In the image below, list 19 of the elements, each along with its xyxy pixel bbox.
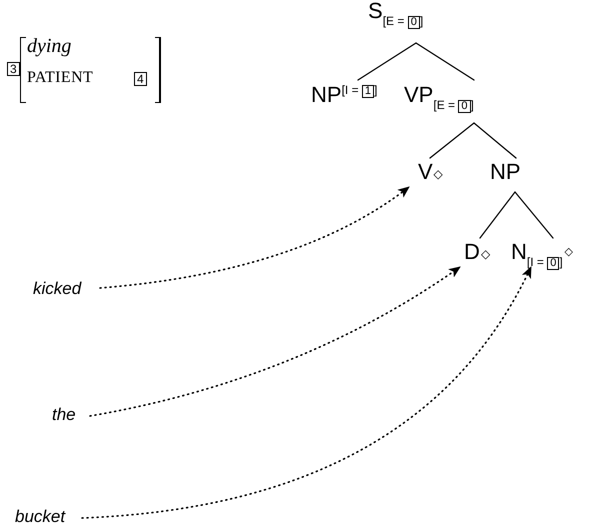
attribute-name: PATIENT [27, 70, 94, 86]
category-label: V◇ [418, 161, 443, 183]
word-label: the [52, 404, 76, 426]
tree-branch [357, 42, 417, 81]
category-label: NP [490, 161, 521, 183]
attribute-value: dying [27, 36, 72, 56]
word-label: bucket [15, 506, 66, 528]
tree-branch [415, 42, 475, 81]
tree-branch [429, 122, 475, 159]
tree-branch [479, 191, 516, 239]
dotted-arrow [81, 266, 532, 519]
tag-box: 4 [134, 72, 147, 86]
word-label: kicked [33, 278, 82, 300]
dotted-arrow [99, 186, 410, 289]
dotted-arrow [89, 266, 461, 417]
tree-branch [514, 191, 554, 239]
tag-box: 3 [7, 62, 20, 76]
category-label: D◇ [464, 241, 490, 263]
tree-branch [473, 122, 517, 159]
